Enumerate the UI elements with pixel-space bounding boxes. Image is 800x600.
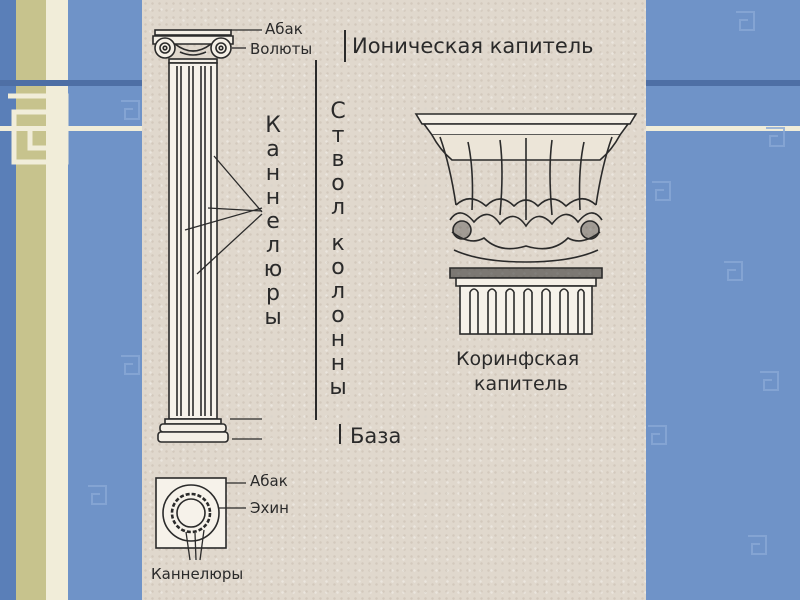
plan-flutes <box>170 492 212 534</box>
brackets <box>315 30 346 444</box>
label-abacus: Абак <box>265 20 303 38</box>
label-column: колонны <box>329 231 347 400</box>
corinthian-title-line2: капитель <box>474 373 568 395</box>
plan-label-echinus: Эхин <box>250 499 289 517</box>
ionic-column <box>152 29 234 443</box>
plan-view <box>155 477 246 561</box>
abacus-block <box>154 29 232 36</box>
olive-stripe <box>16 0 46 600</box>
key-pattern-icons <box>88 11 785 555</box>
corinthian-capital <box>414 113 638 335</box>
label-volutes: Волюты <box>250 40 313 58</box>
column-base <box>157 418 229 443</box>
leader-lines <box>184 29 263 440</box>
corinthian-title-line1: Коринфская <box>456 348 580 370</box>
plan-label-flutes: Каннелюры <box>151 565 244 583</box>
label-base: База <box>350 424 402 448</box>
greek-key-icon <box>8 93 69 165</box>
shaft <box>168 62 218 420</box>
label-shaft: Ствол <box>330 99 346 220</box>
ionic-capital-title: Ионическая капитель <box>352 34 594 58</box>
volute-right <box>210 37 232 59</box>
volute-left <box>154 37 176 59</box>
label-flutes-vertical: Каннелюры <box>263 113 283 330</box>
plan-label-abacus: Абак <box>250 472 288 490</box>
